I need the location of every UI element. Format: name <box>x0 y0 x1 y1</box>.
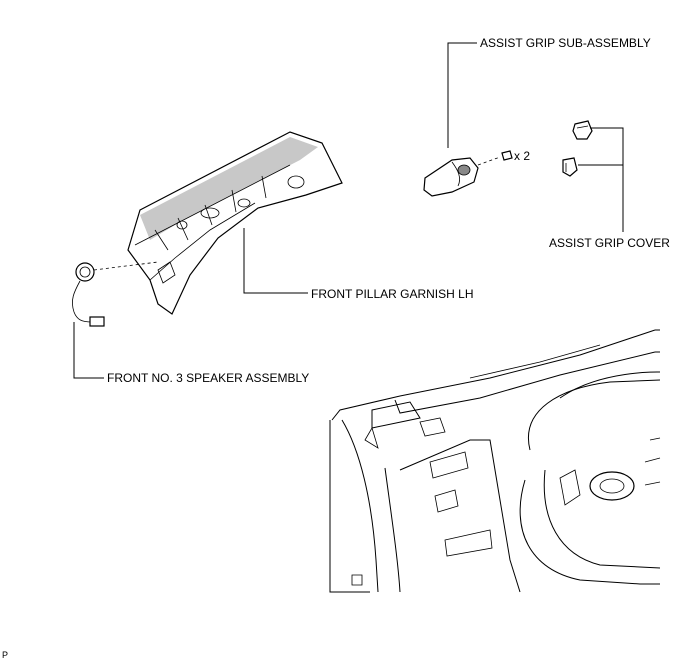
speaker-assembly-drawing <box>72 261 159 327</box>
corner-mark-label: P <box>2 650 9 660</box>
screw-count-label: x 2 <box>514 149 531 163</box>
assist-grip-cover-drawing <box>562 120 593 177</box>
dashboard-drawing <box>329 329 661 593</box>
assist-grip-cover-label: ASSIST GRIP COVER <box>549 236 670 250</box>
assist-grip-drawing <box>423 150 513 197</box>
assist-grip-sub-assembly-label: ASSIST GRIP SUB-ASSEMBLY <box>480 36 651 50</box>
front-no3-speaker-assembly-label: FRONT NO. 3 SPEAKER ASSEMBLY <box>107 371 310 385</box>
leader-lines <box>73 42 624 379</box>
front-pillar-garnish-drawing <box>127 131 343 315</box>
front-pillar-garnish-lh-label: FRONT PILLAR GARNISH LH <box>311 287 474 301</box>
